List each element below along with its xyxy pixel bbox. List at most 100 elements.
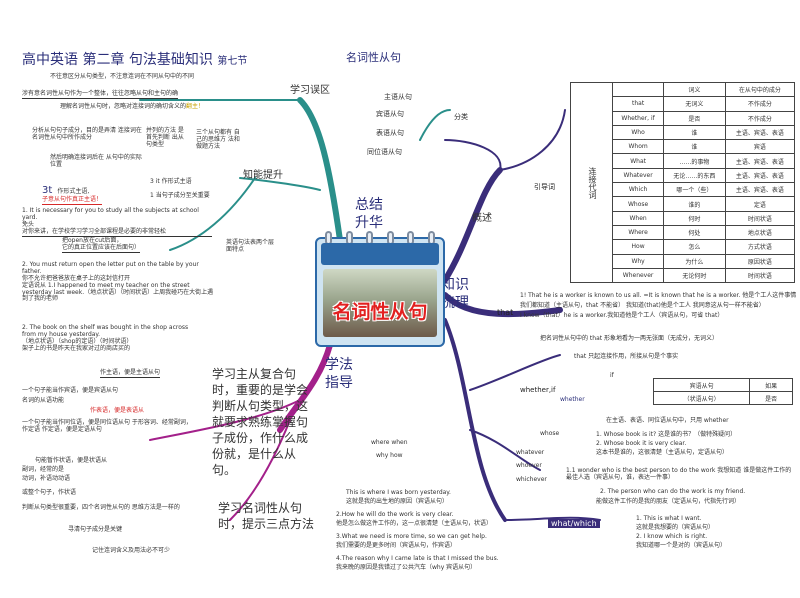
note-three-2: 己的思维方 法和 bbox=[196, 135, 240, 143]
example-1-cn: 这就是我的出生地的原因（宾语从句） bbox=[346, 498, 449, 505]
right-note-what-2: 这就是我想要的（宾语从句） bbox=[636, 524, 715, 531]
table-cell: 地点状语 bbox=[724, 224, 796, 241]
table-cell: 无论何时 bbox=[662, 267, 726, 284]
example-2: 2.How he will do the work is very clear. bbox=[336, 511, 454, 518]
branch-method: 学法 指导 bbox=[325, 357, 353, 391]
note-s4: 一个句子能当作同位语，便是同位语从句 于形容词、经常副词，作定语 作定语，便是定… bbox=[22, 419, 192, 433]
wh-whatever: whatever bbox=[516, 449, 545, 456]
clause-type-object: 宾语从句 bbox=[376, 110, 404, 118]
example-4: 4.The reason why I came late is that I m… bbox=[336, 555, 499, 562]
central-calendar-image: 名词性从句 bbox=[315, 231, 445, 347]
method-paragraph: 学习主从复合句时，重要的是学会判断从句类型，这就要求熟练掌握句子成份，作什么成份… bbox=[212, 367, 309, 477]
table-cell: 谁 bbox=[662, 139, 726, 155]
intro-line-3-text: 理解名词性从句时，忽略对连接词的确切含义的 bbox=[60, 103, 187, 110]
table-cell: 何时 bbox=[662, 210, 726, 226]
intro-line-1: 不往意区分从句类型，不注意连词在不同从句中的不同 bbox=[50, 73, 195, 80]
note-analyze-1: 分析从句句子成分，目的是弄清 连接词在 bbox=[32, 127, 142, 134]
note-three-clauses: 三个从句都有 自 己的思维方 法和 做题方法 bbox=[196, 129, 240, 151]
example-2-cn: 他是怎么做这件工作的，这一点很清楚（主语从句，状语） bbox=[336, 520, 493, 527]
table-cell: Why bbox=[612, 253, 664, 269]
note-s8: 或整个句子，作状语 bbox=[22, 489, 77, 496]
table-header-cell: 词义 bbox=[662, 81, 726, 98]
right-note-2: 我们都知道（主语从句，that 不能省） 我知道(that)他是个工人 我同意这… bbox=[520, 302, 765, 309]
table-cell: 时间状语 bbox=[724, 210, 796, 226]
note-s1: 一个句子能当作宾语，便是宾语从句 bbox=[22, 387, 119, 394]
table-header-row: 连接代词词义在从句中的成分 bbox=[569, 81, 796, 284]
clause-type-appositive: 同位语从句 bbox=[367, 148, 402, 156]
calendar-photo bbox=[323, 269, 437, 337]
note-analyze: 分析从句句子成分，目的是弄清 连接词在名词性从句中所作成分 bbox=[32, 127, 142, 142]
topic-label: 名词性从句 bbox=[346, 51, 401, 64]
page-title: 高中英语 第二章 句法基础知识 第七节 bbox=[22, 52, 247, 68]
table-category-cell: 连接代词 bbox=[569, 81, 614, 284]
if-adverbial-clause: （状语从句） bbox=[652, 391, 751, 405]
wh-why-how: why how bbox=[376, 452, 403, 459]
question-1-hint: 把open放在cut后面， 它的真正位置应该在后面句） bbox=[62, 237, 141, 253]
right-note-what-1: 1. This is what I want. bbox=[636, 515, 702, 522]
note-s7: 动词，补语动动语 bbox=[22, 475, 71, 482]
wh-whoever: whoever bbox=[516, 462, 542, 469]
note-formal-subject-text: 作形式主语, bbox=[57, 188, 90, 195]
question-2: 2. You must return open the letter put o… bbox=[22, 261, 218, 303]
table-cell: 是否 bbox=[662, 110, 726, 126]
right-note-which-2: 我知道哪一个是对的（宾语从句） bbox=[636, 542, 727, 549]
note-it-formal: 3 it 作形式主语 bbox=[150, 178, 192, 185]
note-s9: 判断从句类型很重要，四个名词性从句的 思维方法是一样的 bbox=[22, 504, 180, 511]
table-cell: 谁的 bbox=[662, 196, 726, 212]
table-cell: 主语、宾语、表语 bbox=[724, 167, 796, 184]
table-cell: Whenever bbox=[612, 267, 664, 284]
table-cell: 不作成分 bbox=[724, 96, 796, 112]
branch-knowledge: 知识 梳理 bbox=[441, 277, 469, 311]
question-1-hint-1: 把open放在cut后面， bbox=[62, 237, 123, 244]
question-1-hint-2: 它的真正位置应该在后面句） bbox=[62, 243, 141, 253]
question-1-en: 1. It is necessary for you to study all … bbox=[22, 207, 199, 221]
note-s3: 作表语，便是表语从 bbox=[90, 407, 145, 414]
intro-line-3: 理解名词性从句时，忽略对连接词的确切含义的翻主！ bbox=[60, 103, 204, 111]
clause-type-subject: 主语从句 bbox=[384, 93, 412, 101]
question-1-cn: 对你来讲，在学校学习学习全部课程是必要的非常轻松 bbox=[22, 228, 212, 237]
note-three-1: 三个从句都有 自 bbox=[196, 129, 240, 136]
question-3-cn: 架子上的书是昨天在我家对过的商店买的 bbox=[22, 344, 131, 352]
note-formal-subject: 3t 作形式主语, 子意从句作真正主语！ bbox=[42, 179, 103, 206]
table-cell: Whether, if bbox=[612, 110, 664, 126]
note-parallel-1: 并列的方法 是 bbox=[146, 127, 184, 134]
right-note-5: that 只起连接作用，所接从句是个事实 bbox=[574, 353, 679, 360]
right-note-3: I know（that）he is a worker.我知道他是个工人（宾语从句… bbox=[520, 312, 724, 319]
right-note-if: if bbox=[610, 372, 614, 379]
if-meaning-if: 如果 bbox=[749, 378, 793, 392]
question-2-en: 2. You must return open the letter put o… bbox=[22, 261, 199, 275]
table-cell: 为什么 bbox=[662, 253, 726, 269]
branch-classify: 分类 bbox=[454, 113, 468, 121]
note-english-order: 英语句法表两个层面特点 bbox=[226, 239, 275, 253]
right-note-whose-1: 1. Whose book is it? 这是谁的书？（做特殊疑问） bbox=[596, 431, 737, 438]
table-cell: 宾语 bbox=[724, 139, 796, 155]
table-cell: 主语、宾语、表语 bbox=[724, 153, 796, 169]
branch-ability: 知能提升 bbox=[243, 170, 283, 181]
note-s6: 副词，经常的是 bbox=[22, 466, 65, 473]
branch-that: that bbox=[497, 308, 514, 317]
wh-where-when: where when bbox=[371, 439, 408, 446]
table-cell: 无词义 bbox=[662, 96, 726, 112]
table-row: What……的事物主语、宾语、表语 bbox=[571, 153, 796, 169]
note-parallel: 并列的方法 是 首先判断 出从 句类型 bbox=[146, 127, 184, 149]
intro-line-2: 涉有意名词性从句作为一个整体，往往忽略从句和主句的确 bbox=[22, 90, 179, 99]
table-cell: 时间状语 bbox=[724, 267, 796, 284]
table-cell: 哪一个（些） bbox=[662, 182, 726, 198]
question-2-extra: 定语说从 1.I happened to meet my teacher on … bbox=[22, 281, 214, 303]
note-s10: 寻清句子成分是关键 bbox=[68, 526, 123, 533]
branch-overview: 概述 bbox=[472, 213, 492, 224]
question-3-en: 2. The book on the shelf was bought in t… bbox=[22, 324, 189, 338]
note-s2: 名词的从语功能 bbox=[22, 397, 65, 404]
note-s5: 句能暂作状语，便是状语从 bbox=[35, 457, 108, 464]
table-cell: ……的事物 bbox=[662, 153, 726, 169]
table-cell: 不作成分 bbox=[724, 110, 796, 126]
table-cell: Whose bbox=[612, 196, 664, 212]
if-object-clause: 宾语从句 bbox=[652, 378, 751, 392]
